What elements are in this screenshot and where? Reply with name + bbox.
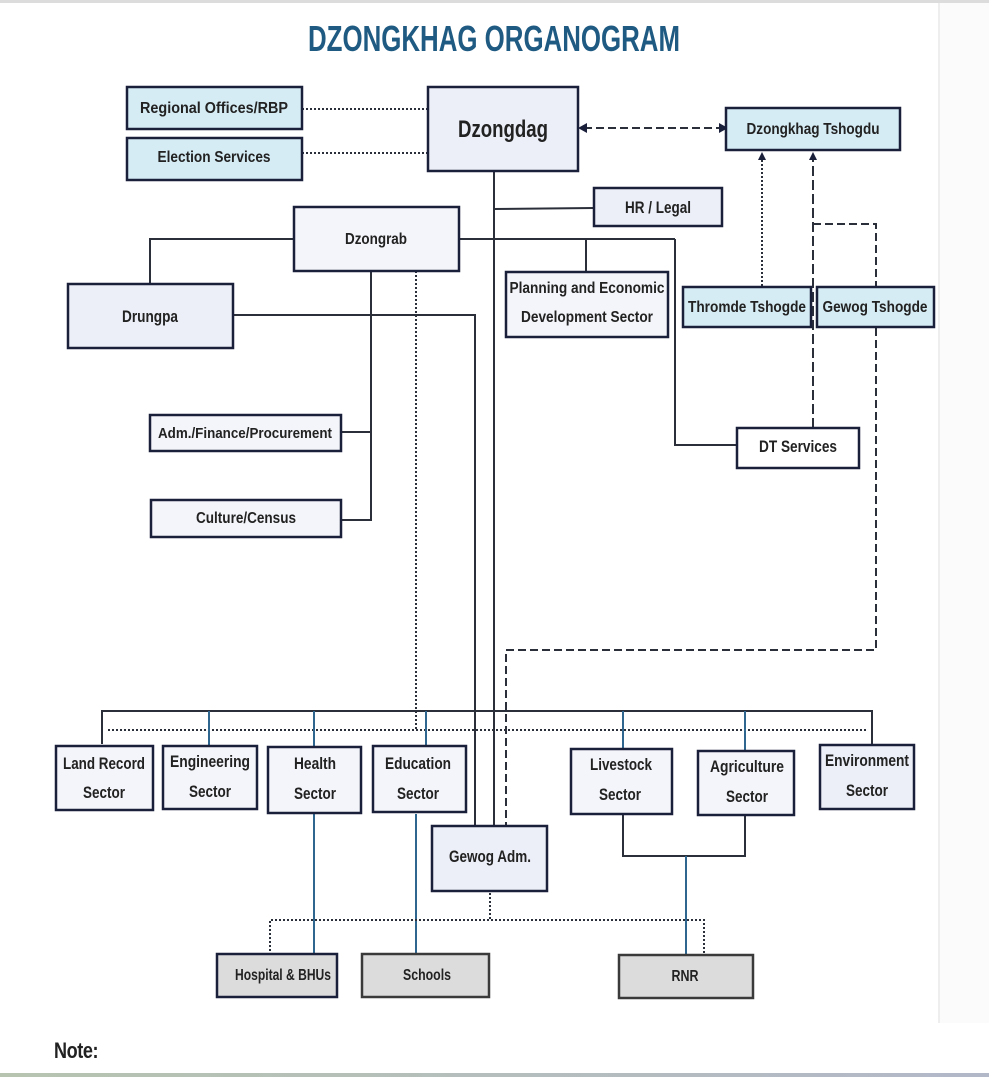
node-gewog-tshogde[interactable]: Gewog Tshogde	[815, 285, 936, 329]
node-drungpa[interactable]: Drungpa	[66, 282, 235, 350]
node-election-services[interactable]: Election Services	[125, 136, 304, 182]
node-label: Development Sector	[521, 309, 653, 326]
node-label: Dzongkhag Tshogdu	[747, 121, 880, 138]
arrow-right-icon	[719, 123, 728, 133]
link-gewog-tshogde-top	[813, 223, 877, 286]
link-culture	[342, 271, 372, 521]
arrow-up-icon	[809, 152, 817, 160]
node-label: Sector	[189, 782, 231, 801]
diagram-title: DZONGKHAG ORGANOGRAM	[308, 18, 680, 59]
node-label: Election Services	[158, 149, 271, 166]
node-label: Sector	[294, 784, 336, 803]
node-dzongkhag-tshogdu[interactable]: Dzongkhag Tshogdu	[724, 106, 902, 152]
link-hr-legal	[493, 207, 595, 210]
arrow-left-icon	[578, 123, 587, 133]
node-livestock-sector[interactable]: Livestock Sector	[569, 747, 674, 816]
node-label: Engineering	[170, 752, 250, 771]
node-label: RNR	[672, 968, 699, 985]
right-side-panel	[938, 3, 989, 1023]
node-label: Sector	[83, 783, 125, 802]
link-drungpa	[149, 238, 294, 283]
link-livestock-agriculture	[622, 815, 746, 857]
node-rnr[interactable]: RNR	[617, 953, 755, 1000]
node-label: Sector	[397, 784, 439, 803]
node-label: Dzongdag	[458, 116, 548, 143]
node-hr-legal[interactable]: HR / Legal	[592, 186, 724, 228]
node-label: Hospital & BHUs	[235, 967, 331, 984]
node-label: Schools	[403, 967, 451, 984]
connectors	[101, 108, 877, 955]
node-label: Sector	[726, 787, 768, 806]
node-schools[interactable]: Schools	[360, 952, 491, 999]
node-dt-services[interactable]: DT Services	[735, 426, 861, 470]
node-engineering-sector[interactable]: Engineering Sector	[161, 744, 259, 811]
link-dt-services	[674, 239, 737, 446]
node-land-record-sector[interactable]: Land Record Sector	[54, 744, 155, 812]
node-label: Land Record	[63, 754, 145, 773]
node-label: DT Services	[759, 437, 837, 456]
node-label: Planning and Economic	[510, 280, 665, 297]
node-gewog-adm[interactable]: Gewog Adm.	[430, 824, 549, 893]
node-thromde-tshogde[interactable]: Thromde Tshogde	[681, 285, 813, 329]
node-culture-census[interactable]: Culture/Census	[149, 498, 343, 539]
node-label: Regional Offices/RBP	[140, 100, 288, 117]
node-label: Education	[385, 754, 451, 773]
bottom-dotted-bus	[269, 919, 705, 955]
node-label: Health	[294, 754, 336, 773]
node-label: Dzongrab	[345, 231, 407, 248]
node-label: Thromde Tshogde	[688, 299, 806, 316]
node-adm-finance-procurement[interactable]: Adm./Finance/Procurement	[148, 413, 343, 453]
node-label: Gewog Adm.	[449, 847, 531, 866]
sector-bus	[101, 710, 873, 744]
node-label: Agriculture	[710, 757, 784, 776]
node-agriculture-sector[interactable]: Agriculture Sector	[696, 749, 796, 817]
node-health-sector[interactable]: Health Sector	[266, 745, 363, 815]
node-label: Sector	[599, 785, 641, 804]
node-label: Adm./Finance/Procurement	[158, 425, 332, 442]
link-drungpa-gewog	[234, 314, 476, 826]
link-gewog-tshogde-gewog-adm	[505, 328, 877, 826]
node-label: HR / Legal	[625, 198, 691, 217]
node-label: Gewog Tshogde	[823, 299, 928, 316]
node-label: Environment	[825, 751, 909, 770]
node-label: Culture/Census	[196, 510, 296, 527]
node-hospital-bhus[interactable]: Hospital & BHUs	[215, 952, 339, 999]
top-border	[0, 0, 989, 3]
node-label: Sector	[846, 781, 888, 800]
node-regional-offices[interactable]: Regional Offices/RBP	[125, 85, 304, 131]
node-education-sector[interactable]: Education Sector	[371, 744, 468, 814]
arrow-up-icon	[758, 152, 766, 160]
node-label: Drungpa	[122, 307, 178, 326]
bottom-border	[0, 1073, 989, 1077]
node-dzongrab[interactable]: Dzongrab	[292, 205, 461, 273]
note-label: Note:	[54, 1038, 99, 1063]
node-planning-economic-development[interactable]: Planning and Economic Development Sector	[504, 270, 670, 339]
node-environment-sector[interactable]: Environment Sector	[818, 743, 916, 811]
node-dzongdag[interactable]: Dzongdag	[426, 85, 580, 173]
node-label: Livestock	[590, 755, 652, 774]
